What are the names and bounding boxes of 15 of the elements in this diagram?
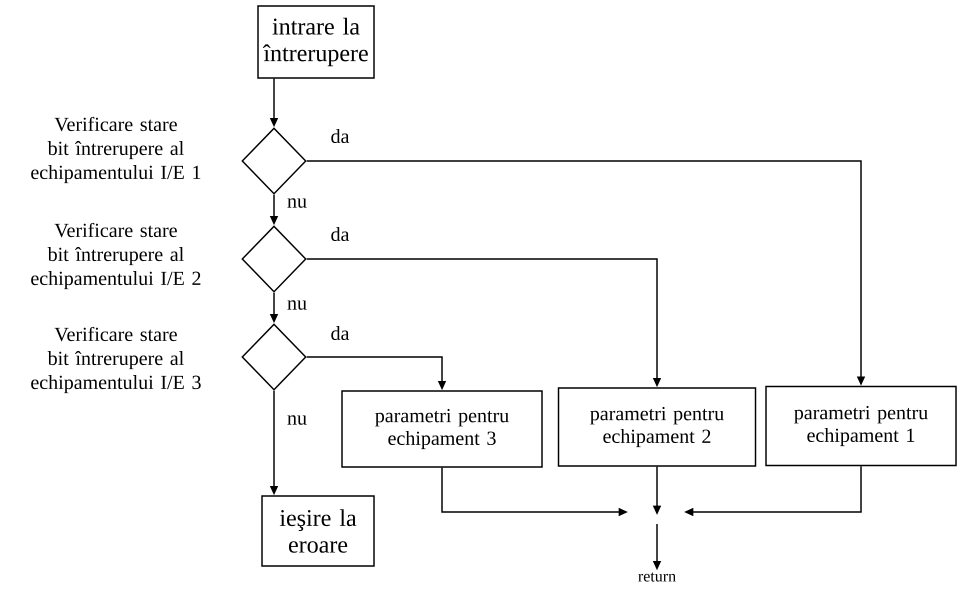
edge-label: da — [331, 326, 350, 340]
edge-label: da — [331, 226, 350, 242]
terminal-label: return — [638, 572, 676, 582]
edge-label: nu — [287, 198, 307, 208]
edge-label: nu — [287, 415, 307, 425]
process-box: parametri pentru echipament 1 — [765, 386, 957, 466]
edge-label: nu — [287, 300, 307, 310]
edge-label: da — [331, 128, 350, 144]
process-box: intrare la întrerupere — [257, 5, 375, 79]
side-note: Verificare stare bit întrerupere al echipamentului I/E 3 — [31, 326, 201, 394]
side-note: Verificare stare bit întrerupere al echipamentului I/E 1 — [31, 116, 200, 184]
process-box: ieşire la eroare — [261, 495, 375, 567]
process-box: parametri pentru echipament 3 — [341, 390, 543, 468]
process-box: parametri pentru echipament 2 — [558, 387, 756, 467]
side-note: Verificare stare bit întrerupere al echipamentului I/E 2 — [31, 222, 200, 290]
